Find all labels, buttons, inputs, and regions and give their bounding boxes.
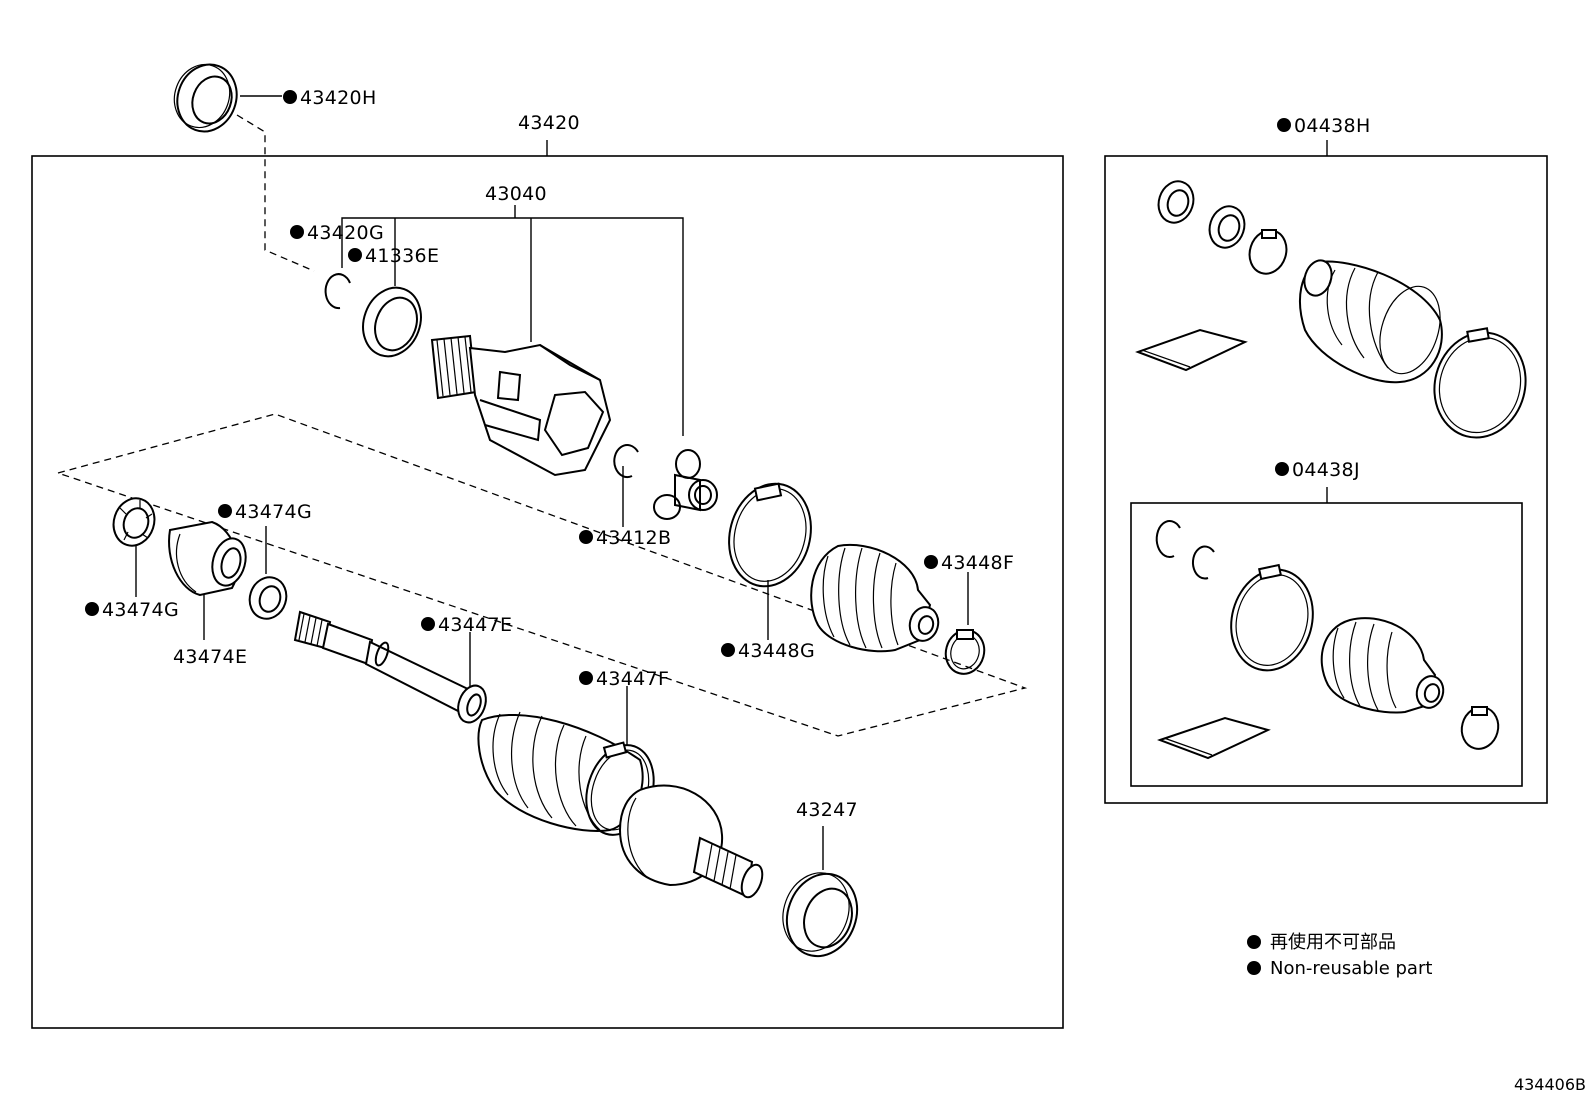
part-label-43474e: 43474E (173, 646, 247, 668)
inboard-boot-drawing (810, 543, 940, 653)
part-label-43420h: 43420H (300, 87, 377, 109)
inboard-joint-43040-drawing (430, 334, 612, 477)
damper-43474e-drawing (168, 520, 247, 597)
part-label-43474g-left: 43474G (102, 599, 179, 621)
legend-japanese: 再使用不可部品 (1270, 932, 1396, 953)
outboard-boot-drawing (477, 711, 644, 832)
leader-lines (135, 95, 1328, 870)
clamp-43448f-drawing (944, 629, 986, 675)
part-label-41336e: 41336E (365, 245, 439, 267)
oil-seal-43420h-drawing (173, 63, 238, 133)
seal-43247-drawing (782, 872, 859, 958)
clamp-43448g-drawing (728, 482, 812, 588)
part-label-43447f: 43447F (596, 668, 669, 690)
part-label-43474g-top: 43474G (235, 501, 312, 523)
legend-english: Non-reusable part (1270, 958, 1432, 979)
part-label-43040: 43040 (485, 183, 547, 205)
inboard-joint-dashed-group (55, 413, 1028, 737)
non-reusable-markers (85, 90, 1291, 975)
outboard-joint-drawing (618, 784, 764, 899)
part-label-43247: 43247 (796, 799, 858, 821)
part-label-43420g: 43420G (307, 222, 384, 244)
boot-kit-h-frame (1104, 155, 1548, 804)
part-label-04438j: 04438J (1292, 459, 1360, 481)
bearing-43474g-left-drawing (112, 497, 156, 547)
part-label-43420: 43420 (518, 112, 580, 134)
part-label-43447e: 43447E (438, 614, 512, 636)
bearing-43474g-right-drawing (248, 576, 288, 620)
part-label-43448g: 43448G (738, 640, 815, 662)
ring-41336e-drawing (362, 286, 422, 358)
tripod-drawing (653, 449, 718, 520)
boot-kit-h-drawing (1135, 180, 1527, 439)
part-label-43448f: 43448F (941, 552, 1014, 574)
boot-kit-j-drawing (1155, 520, 1500, 760)
clamp-43447e-drawing (457, 684, 487, 724)
snap-ring-43412b-drawing (613, 444, 639, 479)
snap-ring-43420g-drawing (324, 273, 351, 310)
part-label-04438h: 04438H (1294, 115, 1371, 137)
part-label-43412b: 43412B (596, 527, 671, 549)
figure-code: 434406B (1514, 1075, 1586, 1094)
